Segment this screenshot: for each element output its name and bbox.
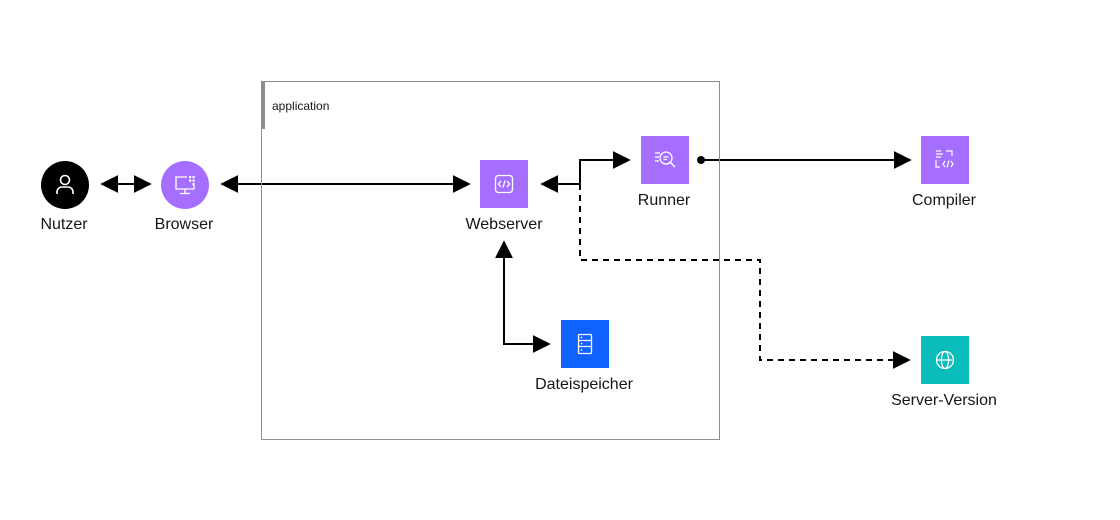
server-version-label: Server-Version	[891, 392, 997, 409]
browser-label: Browser	[154, 216, 214, 233]
storage-icon	[577, 333, 593, 355]
webserver-label: Webserver	[465, 216, 543, 233]
edge-webserver-server-version	[579, 184, 911, 369]
globe-icon	[935, 350, 955, 370]
user-icon	[56, 174, 74, 194]
webserver-node[interactable]	[480, 160, 528, 208]
edge-webserver-runner	[540, 151, 631, 193]
compiler-node[interactable]	[921, 136, 969, 184]
runner-label: Runner	[637, 192, 691, 209]
monitor-icon	[175, 176, 195, 195]
search-list-icon	[655, 151, 676, 168]
edge-runner-compiler-dot	[697, 156, 705, 164]
nutzer-label: Nutzer	[40, 216, 88, 233]
group-label: application	[272, 99, 330, 113]
compiler-label: Compiler	[911, 192, 977, 209]
nutzer-node[interactable]	[41, 161, 89, 209]
code-icon	[494, 174, 514, 194]
runner-node[interactable]	[641, 136, 689, 184]
code-document-icon	[935, 150, 954, 168]
application-group: application	[261, 81, 720, 440]
edge-webserver-dateispeicher	[495, 240, 551, 353]
group-accent-bar	[261, 81, 265, 129]
dateispeicher-label: Dateispeicher	[535, 376, 633, 393]
dateispeicher-node[interactable]	[561, 320, 609, 368]
server-version-node[interactable]	[921, 336, 969, 384]
browser-node[interactable]	[161, 161, 209, 209]
